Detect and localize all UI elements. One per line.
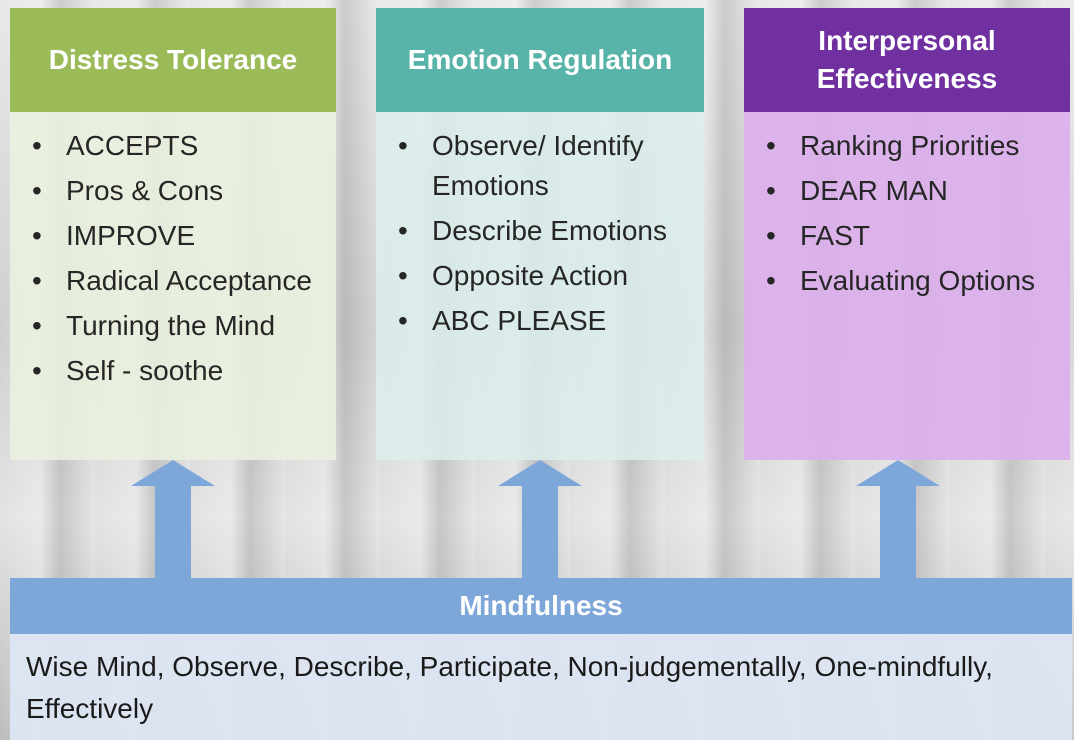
list-item: FAST bbox=[762, 216, 1060, 256]
list-item: DEAR MAN bbox=[762, 171, 1060, 211]
interpersonal-effectiveness-list: Ranking Priorities DEAR MAN FAST Evaluat… bbox=[762, 126, 1060, 301]
up-arrow-icon bbox=[498, 460, 582, 578]
interpersonal-effectiveness-list-box: Ranking Priorities DEAR MAN FAST Evaluat… bbox=[744, 112, 1070, 460]
mindfulness-title: Mindfulness bbox=[459, 590, 623, 621]
emotion-regulation-list-box: Observe/ Identify Emotions Describe Emot… bbox=[376, 112, 704, 460]
list-item: Describe Emotions bbox=[394, 211, 694, 251]
list-item: ABC PLEASE bbox=[394, 301, 694, 341]
distress-tolerance-title: Distress Tolerance bbox=[48, 44, 298, 75]
list-item: Pros & Cons bbox=[28, 171, 326, 211]
up-arrow-icon bbox=[131, 460, 215, 578]
distress-tolerance-list-box: ACCEPTS Pros & Cons IMPROVE Radical Acce… bbox=[10, 112, 336, 460]
emotion-regulation-title: Emotion Regulation bbox=[407, 44, 673, 75]
emotion-regulation-list: Observe/ Identify Emotions Describe Emot… bbox=[394, 126, 694, 341]
mindfulness-skills-text: Wise Mind, Observe, Describe, Participat… bbox=[26, 651, 993, 724]
list-item: Turning the Mind bbox=[28, 306, 326, 346]
list-item: Evaluating Options bbox=[762, 261, 1060, 301]
list-item: Radical Acceptance bbox=[28, 261, 326, 301]
emotion-regulation-header: Emotion Regulation bbox=[376, 8, 704, 112]
list-item: Opposite Action bbox=[394, 256, 694, 296]
up-arrow-icon bbox=[856, 460, 940, 578]
list-item: Observe/ Identify Emotions bbox=[394, 126, 694, 206]
distress-tolerance-list: ACCEPTS Pros & Cons IMPROVE Radical Acce… bbox=[28, 126, 326, 391]
list-item: Ranking Priorities bbox=[762, 126, 1060, 166]
interpersonal-effectiveness-title: Interpersonal Effectiveness bbox=[816, 25, 998, 94]
mindfulness-header: Mindfulness bbox=[10, 578, 1072, 634]
interpersonal-effectiveness-header: Interpersonal Effectiveness bbox=[744, 8, 1070, 112]
list-item: ACCEPTS bbox=[28, 126, 326, 166]
list-item: Self - soothe bbox=[28, 351, 326, 391]
list-item: IMPROVE bbox=[28, 216, 326, 256]
mindfulness-description: Wise Mind, Observe, Describe, Participat… bbox=[10, 634, 1072, 740]
distress-tolerance-header: Distress Tolerance bbox=[10, 8, 336, 112]
